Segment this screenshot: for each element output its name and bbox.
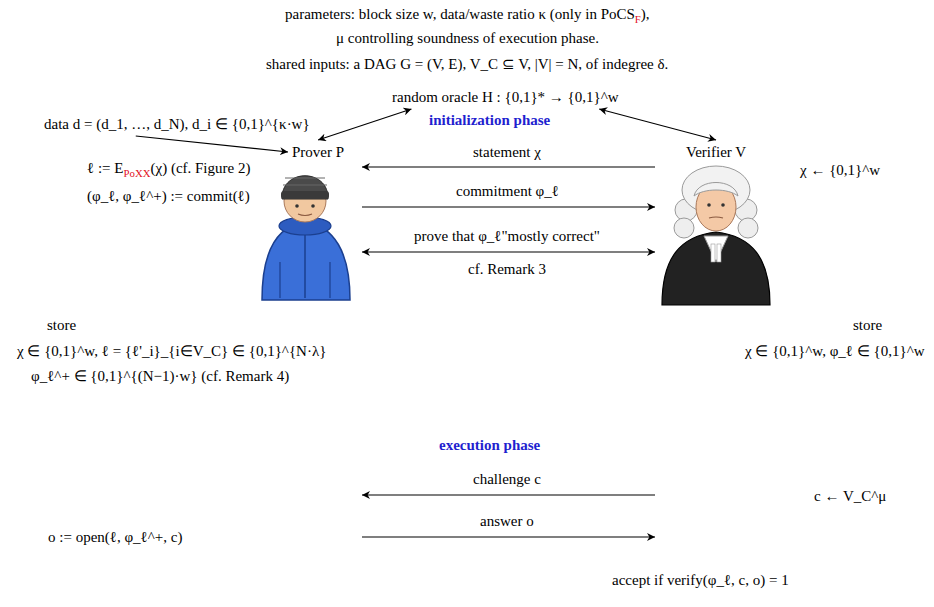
stored-values-line: χ ∈ {0,1}^w, ℓ = {ℓ'_i}_{i∈V_C} ∈ {0,1}^… <box>17 342 326 360</box>
phase-title-line: initialization phase <box>429 111 550 129</box>
oracle-access-arrow <box>599 109 716 140</box>
message-arrow <box>362 536 655 537</box>
message-label: challenge c <box>473 471 541 487</box>
message-arrow <box>362 206 655 207</box>
assignment-text-line: c ← V_C^μ <box>814 487 886 505</box>
assignment-text-line: χ ← {0,1}^w <box>800 161 880 179</box>
message-label-line: prove that φ_ℓ"mostly correct" <box>414 227 600 245</box>
node-text: Prover P <box>292 143 344 161</box>
assignment-text-line: o := open(ℓ, φ_ℓ^+, c) <box>48 528 182 546</box>
shared-input-text: shared inputs: a DAG G = (V, E), V_C ⊆ V… <box>266 56 668 72</box>
parameter-text: ), <box>641 6 650 22</box>
assignment-text: o := open(ℓ, φ_ℓ^+, c) <box>48 529 182 545</box>
message-label-line: challenge c <box>473 470 541 488</box>
parameter-text-line: parameters: block size w, data/waste rat… <box>285 5 650 23</box>
shared-input-text-line: shared inputs: a DAG G = (V, E), V_C ⊆ V… <box>266 55 668 73</box>
store-label: store <box>853 317 882 333</box>
stored-values: χ ∈ {0,1}^w, ℓ = {ℓ'_i}_{i∈V_C} ∈ {0,1}^… <box>17 343 326 359</box>
message-label: prove that φ_ℓ"mostly correct" <box>414 228 600 244</box>
message-label: answer o <box>480 513 534 529</box>
oracle-access-arrow <box>318 109 411 140</box>
verification-text-line: accept if verify(φ_ℓ, c, o) = 1 <box>612 571 789 589</box>
node-text: random oracle H : {0,1}* → {0,1}^w <box>392 88 619 106</box>
message-label-line: statement χ <box>473 143 541 161</box>
parameter-text-line: μ controlling soundness of execution pha… <box>336 29 599 47</box>
phase-title-line: execution phase <box>439 436 540 454</box>
verifier-label: Verifier V <box>682 140 750 164</box>
assignment-text-line: ℓ := EPoXX(χ) (cf. Figure 2) <box>87 159 250 177</box>
message-label: statement χ <box>473 144 541 160</box>
assignment-text: (χ) (cf. Figure 2) <box>150 160 250 176</box>
node-text: data d = (d_1, …, d_N), d_i ∈ {0,1}^{κ·w… <box>44 115 310 133</box>
stored-values-line: φ_ℓ^+ ∈ {0,1}^{(N−1)·w} (cf. Remark 4) <box>31 367 289 385</box>
phase-title: initialization phase <box>429 112 550 128</box>
message-arrow <box>362 166 655 167</box>
stored-values-line: χ ∈ {0,1}^w, φ_ℓ ∈ {0,1}^w <box>745 342 925 360</box>
oracle-label: random oracle H : {0,1}* → {0,1}^w <box>388 85 623 109</box>
assignment-text: c ← V_C^μ <box>814 488 886 504</box>
store-label-line: store <box>853 316 882 334</box>
prover-label: Prover P <box>288 140 348 164</box>
stored-values: φ_ℓ^+ ∈ {0,1}^{(N−1)·w} (cf. Remark 4) <box>31 368 289 384</box>
message-arrow <box>362 251 655 252</box>
parameter-text: F <box>635 13 641 25</box>
assignment-text-line: (φ_ℓ, φ_ℓ^+) := commit(ℓ) <box>87 187 250 205</box>
store-label-line: store <box>47 316 76 334</box>
prover-figure <box>262 176 350 300</box>
verifier-figure <box>662 166 770 305</box>
stored-values: χ ∈ {0,1}^w, φ_ℓ ∈ {0,1}^w <box>745 343 925 359</box>
node-text: Verifier V <box>686 143 746 161</box>
assignment-text: PoXX <box>123 167 150 179</box>
message-arrow <box>362 494 655 495</box>
assignment-text: (φ_ℓ, φ_ℓ^+) := commit(ℓ) <box>87 188 250 204</box>
parameter-text: parameters: block size w, data/waste rat… <box>285 6 635 22</box>
message-label-line: answer o <box>480 512 534 530</box>
message-label: commitment φ_ℓ <box>456 183 559 199</box>
assignment-text: ℓ := E <box>87 160 123 176</box>
oracle-access-arrow <box>136 136 288 152</box>
message-label-line: commitment φ_ℓ <box>456 182 559 200</box>
verification-text: accept if verify(φ_ℓ, c, o) = 1 <box>612 572 789 588</box>
remark-note-line: cf. Remark 3 <box>468 260 546 278</box>
remark-note: cf. Remark 3 <box>468 261 546 277</box>
store-label: store <box>47 317 76 333</box>
data-input-label: data d = (d_1, …, d_N), d_i ∈ {0,1}^{κ·w… <box>40 112 314 136</box>
assignment-text: χ ← {0,1}^w <box>800 162 880 178</box>
parameter-text: μ controlling soundness of execution pha… <box>336 30 599 46</box>
phase-title: execution phase <box>439 437 540 453</box>
